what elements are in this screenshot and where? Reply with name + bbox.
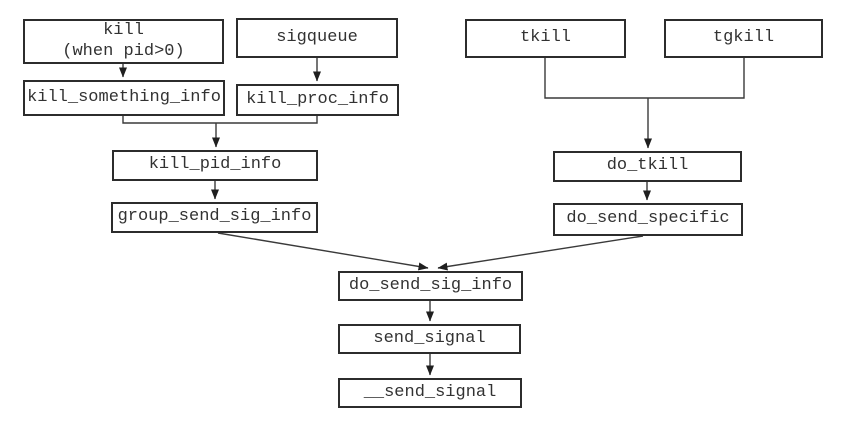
node---send-signal: __send_signal <box>338 378 522 408</box>
node-kill-pid-info-label: kill_pid_info <box>148 155 282 175</box>
node-kill-pid-info: kill_pid_info <box>112 150 318 181</box>
node-sigqueue-label: sigqueue <box>276 27 358 47</box>
node-tgkill-label: tgkill <box>712 28 775 48</box>
node-kill-something-info-label: kill_something_info <box>27 87 221 107</box>
node-do-send-specific-label: do_send_specific <box>566 209 730 229</box>
edge-join-left-bracket <box>122 116 318 124</box>
edge-group_send_sig_info-to-do_send_sig_info <box>217 232 429 271</box>
edge-join-right-bracket <box>544 58 745 99</box>
node-do-tkill: do_tkill <box>553 151 742 182</box>
node---send-signal-label: __send_signal <box>363 382 497 402</box>
node-group-send-sig-info: group_send_sig_info <box>111 202 318 233</box>
node-do-send-sig-info: do_send_sig_info <box>338 271 523 301</box>
edge-do_send_specific-to-do_send_sig_info <box>437 235 644 271</box>
node-kill-sublabel: (when pid>0) <box>62 41 185 61</box>
node-kill-label: kill <box>103 21 144 41</box>
node-tkill: tkill <box>465 19 626 58</box>
node-tgkill: tgkill <box>664 19 823 58</box>
node-kill-proc-info: kill_proc_info <box>236 84 399 116</box>
node-send-signal: send_signal <box>338 324 521 354</box>
node-kill-something-info: kill_something_info <box>23 80 225 116</box>
node-do-send-sig-info-label: do_send_sig_info <box>348 275 513 295</box>
node-kill-proc-info-label: kill_proc_info <box>246 89 389 109</box>
node-do-tkill-label: do_tkill <box>606 156 689 176</box>
node-kill: kill (when pid>0) <box>23 19 224 64</box>
node-group-send-sig-info-label: group_send_sig_info <box>117 207 312 227</box>
node-tkill-label: tkill <box>519 28 571 48</box>
node-sigqueue: sigqueue <box>236 18 398 58</box>
node-send-signal-label: send_signal <box>373 328 486 348</box>
node-do-send-specific: do_send_specific <box>553 203 743 236</box>
